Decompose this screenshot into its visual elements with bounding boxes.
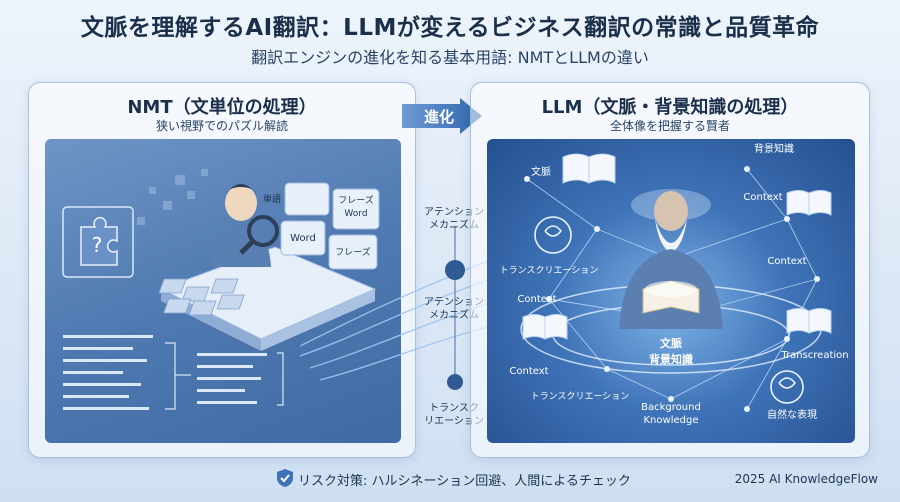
label-context-l: Context [517,294,557,305]
label-center-background: 背景知識 [649,353,693,366]
head-icon [445,260,465,280]
magnifier-icon [247,215,279,247]
transcreation-label-mid: トランスク リエーション [424,403,484,427]
svg-text:?: ? [92,233,103,257]
book-icons [522,153,832,340]
brand-credit: 2025 AI KnowledgeFlow [734,472,878,486]
puzzle-label-phrase-word: フレーズ Word [338,196,374,219]
label-transcreation-left: トランスクリエーション [499,266,599,276]
llm-panel: LLM（文脈・背景知識の処理） 全体像を把握する賢者 [470,82,870,458]
puzzle-label-phrase: フレーズ [335,248,371,258]
sage-figure [619,189,723,329]
page-title: 文脈を理解するAI翻訳：LLMが変えるビジネス翻訳の常識と品質革命 [80,15,820,41]
llm-heading: LLM（文脈・背景知識の処理） [541,97,799,118]
attention-label-2: アテンション メカニズム [424,297,484,321]
brain-icon [534,216,572,254]
evolution-label: 進化 [424,108,455,126]
risk-note: リスク対策: ハルシネーション回避、人間によるチェック [298,474,631,489]
puzzle-label-word-en: Word [290,233,316,244]
shield-check-icon [277,469,293,487]
nmt-heading: NMT（文単位の処理） [127,97,317,118]
nmt-subheading: 狭い視野でのパズル解読 [155,119,288,133]
label-background-top: 背景知識 [754,144,794,155]
flow-streams [300,226,500,390]
nmt-illustration: ? [45,139,401,443]
label-background-en: Background Knowledge [641,402,701,426]
evolution-arrow-icon [402,98,482,134]
page-subtitle: 翻訳エンジンの進化を知る基本用語: NMTとLLMの違い [251,48,649,67]
label-transcreation-bottom: トランスクリエーション [530,392,630,402]
label-context-top-left: 文脈 [531,167,551,178]
brain-icon-2 [770,370,804,404]
label-context-r1: Context [743,192,783,203]
label-context-l2: Context [509,366,549,377]
label-transcreation-en: Transcreation [781,350,849,361]
puzzle-label-word: 単語 [262,195,281,205]
person-figure [211,184,279,267]
question-puzzle-icon: ? [62,206,134,278]
attention-label-1: アテンション メカニズム [424,207,484,231]
label-center-context: 文脈 [660,337,682,350]
llm-subheading: 全体像を把握する賢者 [609,119,730,133]
label-natural-expression: 自然な表現 [767,410,817,421]
network-node-icon [447,374,463,390]
llm-illustration: 文脈 背景知識 Context Context トランスクリエーション Cont… [487,139,855,443]
label-context-r2: Context [767,256,807,267]
nmt-panel: NMT（文単位の処理） 狭い視野でのパズル解読 ? [28,82,416,458]
